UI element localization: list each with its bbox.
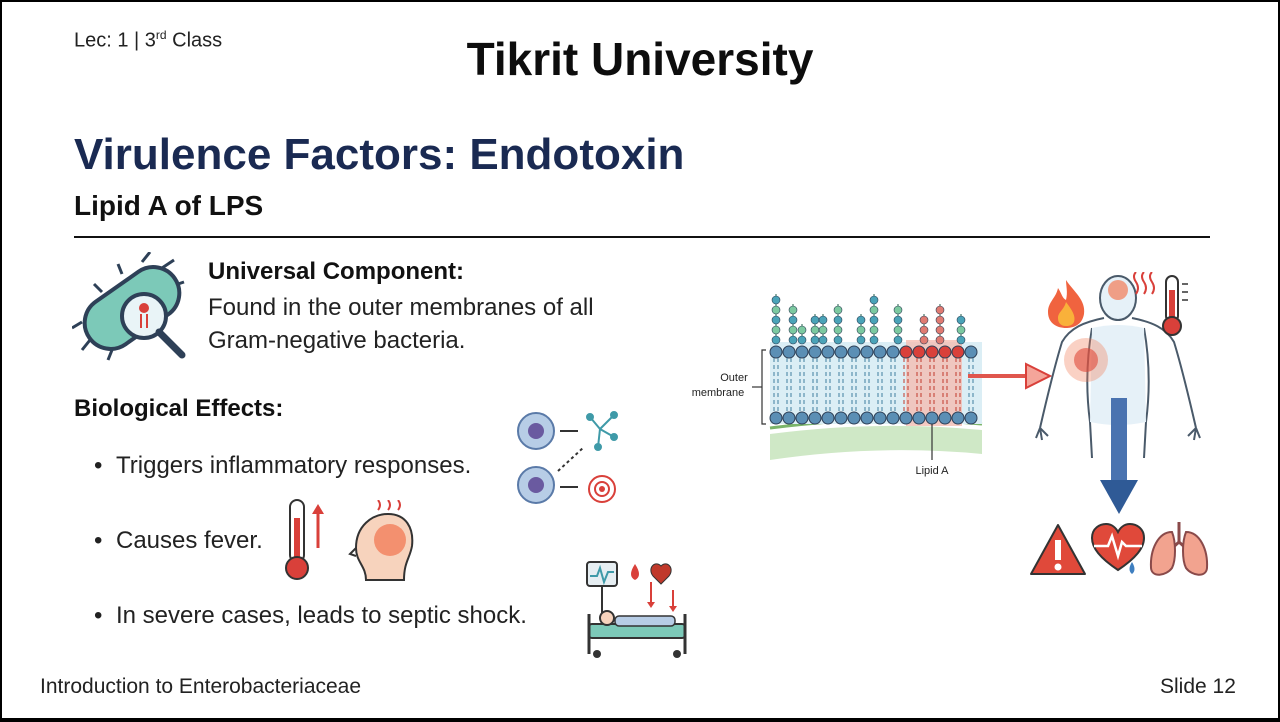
component-heading: Universal Component:	[208, 258, 465, 285]
bacterium-magnifier-icon	[72, 252, 186, 361]
head-fever-icon	[348, 500, 414, 581]
bullet-item: •Triggers inflammatory responses.	[94, 452, 472, 479]
thermometer-icon	[285, 499, 324, 580]
membrane-label: membrane	[692, 387, 745, 399]
footer-course: Introduction to Enterobacteriaceae	[40, 675, 362, 698]
effects-heading: Biological Effects:	[74, 395, 284, 422]
slide-title: Virulence Factors: Endotoxin	[74, 130, 685, 179]
component-text: Found in the outer membranes of all Gram…	[208, 294, 594, 354]
lecture-info: Lec: 1 | 3rd Class	[74, 28, 223, 52]
immune-cells-icon	[517, 411, 618, 504]
lipid-a-label: Lipid A	[915, 465, 949, 477]
slide-subtitle: Lipid A of LPS	[74, 190, 264, 221]
lungs-icon	[1149, 522, 1209, 576]
membrane-label: Outer	[720, 372, 748, 384]
heat-thermometer-icon	[1133, 272, 1188, 336]
arrow-right-icon	[968, 362, 1052, 390]
university-title: Tikrit University	[466, 33, 814, 85]
arrow-down-icon	[1100, 398, 1138, 514]
hospital-bed-icon	[586, 561, 687, 658]
heart-icon	[1090, 522, 1146, 574]
bullet-item: •In severe cases, leads to septic shock.	[94, 602, 527, 629]
warning-icon	[1030, 524, 1086, 575]
lps-membrane-diagram: Outer membrane Lipid A	[692, 294, 983, 477]
fire-icon	[1048, 280, 1085, 328]
bullet-item: •Causes fever.	[94, 527, 263, 554]
divider	[74, 236, 1210, 238]
slide-number: Slide 12	[1160, 675, 1236, 698]
human-body-icon	[1035, 275, 1201, 458]
